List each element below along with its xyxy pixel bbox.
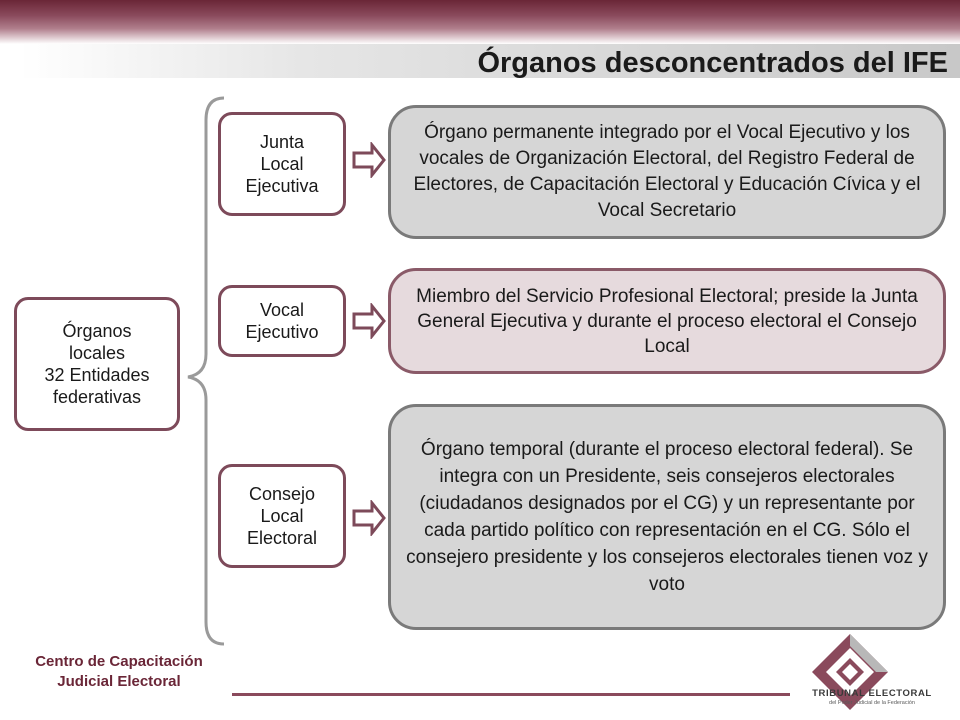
root-line: Órganos — [62, 321, 132, 341]
arrow-right-icon — [352, 142, 386, 178]
description-text: Miembro del Servicio Profesional Elector… — [416, 285, 918, 357]
label-line: Ejecutivo — [245, 322, 319, 342]
label-line: Vocal — [259, 300, 305, 320]
logo-name: TRIBUNAL ELECTORAL — [812, 688, 932, 699]
footer-divider — [232, 693, 790, 696]
logo-subtitle: del Poder Judicial de la Federación — [829, 700, 915, 706]
root-line: locales — [68, 343, 126, 363]
label-line: Junta — [259, 132, 305, 152]
footer-line-1: Centro de Capacitación — [35, 653, 203, 670]
arrow-right-icon — [352, 303, 386, 339]
label-text: Vocal Ejecutivo — [245, 299, 318, 343]
label-line: Ejecutiva — [245, 176, 319, 196]
description-text: Órgano permanente integrado por el Vocal… — [413, 122, 921, 221]
tribunal-electoral-logo-icon — [812, 634, 888, 710]
description-text: Órgano temporal (durante el proceso elec… — [406, 439, 928, 595]
title-bar: Órganos desconcentrados del IFE — [20, 44, 960, 79]
label-vocal-ejecutivo: Vocal Ejecutivo — [218, 285, 346, 357]
curly-brace — [187, 96, 225, 646]
footer-institution: Centro de Capacitación Judicial Electora… — [8, 652, 230, 692]
label-text: Consejo Local Electoral — [247, 483, 317, 549]
label-consejo-local-electoral: Consejo Local Electoral — [218, 464, 346, 568]
label-line: Consejo — [248, 484, 316, 504]
label-line: Local — [260, 154, 304, 174]
label-line: Local — [260, 506, 304, 526]
label-line: Electoral — [246, 528, 318, 548]
description-consejo-local: Órgano temporal (durante el proceso elec… — [388, 404, 946, 630]
label-junta-local-ejecutiva: Junta Local Ejecutiva — [218, 112, 346, 216]
footer-line-2: Judicial Electoral — [57, 673, 181, 690]
root-line: 32 Entidades — [44, 365, 150, 385]
root-box-organos-locales: Órganos locales 32 Entidades federativas — [14, 297, 180, 431]
description-junta-local: Órgano permanente integrado por el Vocal… — [388, 105, 946, 239]
root-box-text: Órganos locales 32 Entidades federativas — [44, 320, 149, 408]
description-vocal-ejecutivo: Miembro del Servicio Profesional Elector… — [388, 268, 946, 374]
root-line: federativas — [52, 387, 142, 407]
label-text: Junta Local Ejecutiva — [245, 131, 318, 197]
header-band — [0, 0, 960, 44]
arrow-right-icon — [352, 500, 386, 536]
page-title: Órganos desconcentrados del IFE — [477, 47, 948, 79]
